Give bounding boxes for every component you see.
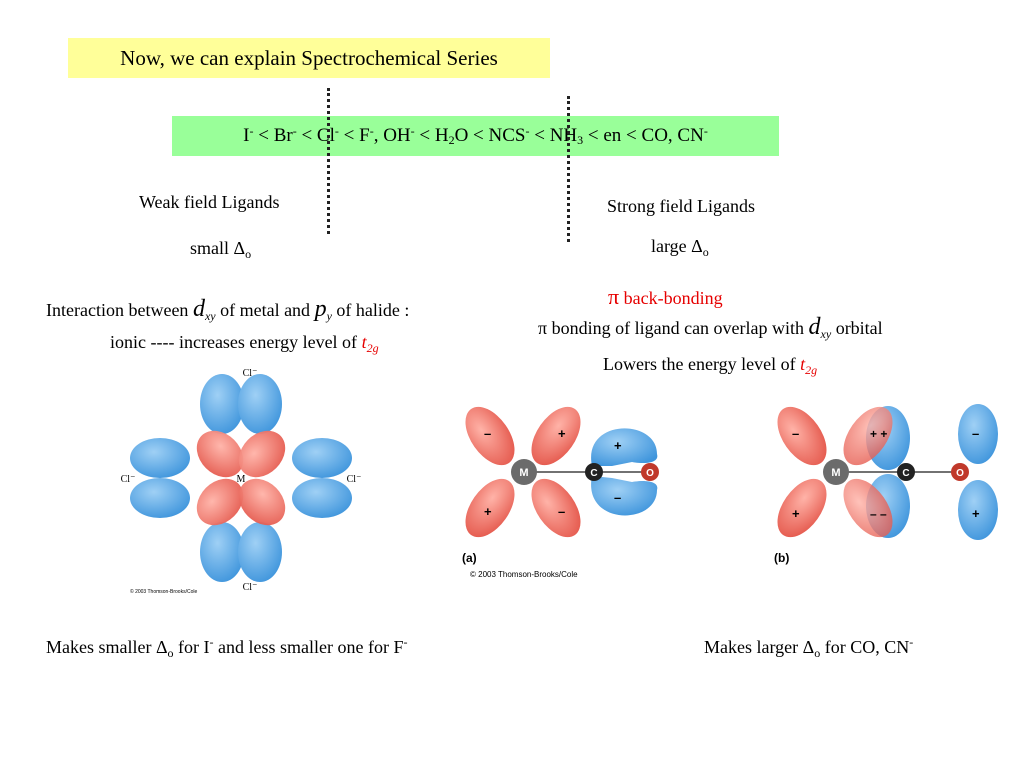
diagram-b-label: (b)	[774, 551, 789, 565]
sign-plus: +	[792, 506, 800, 521]
interaction-text: Interaction between dxy of metal and py …	[46, 296, 410, 323]
strong-field-label: Strong field Ligands	[607, 196, 755, 216]
sign-minus: –	[972, 426, 979, 441]
spectrochemical-series: I- < Br- < Cl- < F-, OH- < H2O < NCS- < …	[172, 116, 779, 156]
sign-plus: +	[484, 504, 492, 519]
carbon-atom	[585, 463, 603, 481]
copyright-left: © 2003 Thomson-Brooks/Cole	[130, 588, 197, 595]
top-ligand-p-orbital	[200, 374, 282, 434]
bottom-ligand-p-orbital	[200, 522, 282, 582]
chloride-label-right: Cl⁻	[347, 474, 362, 485]
right-ligand-p-orbital	[292, 438, 352, 518]
back-bonding-heading: π back-bonding	[608, 284, 723, 309]
sign-minus: –	[792, 426, 799, 441]
smaller-delta-conclusion: Makes smaller Δo for I- and less smaller…	[46, 635, 408, 660]
pi-bonding-text: π bonding of ligand can overlap with dxy…	[538, 314, 883, 341]
weak-field-label: Weak field Ligands	[139, 192, 280, 212]
metal-atom	[511, 459, 537, 485]
weak-strong-divider-left	[327, 88, 330, 234]
metal-dxy-orbital	[196, 430, 286, 526]
metal-atom	[823, 459, 849, 485]
weak-field-delta: small Δo	[190, 238, 252, 261]
sign-minus: –	[614, 490, 621, 505]
page-title: Now, we can explain Spectrochemical Seri…	[68, 38, 550, 78]
atom-c-label: C	[902, 468, 909, 479]
sign-plus: +	[614, 438, 622, 453]
sign-minus: –	[558, 504, 565, 519]
metal-d-lobes	[465, 406, 581, 538]
metal-label: M	[237, 474, 246, 485]
chloride-label-bottom: Cl⁻	[243, 582, 258, 593]
halide-pi-interaction-diagram: M Cl⁻ Cl⁻ Cl⁻ Cl⁻ © 2003 Thomson-Brooks/…	[121, 368, 362, 595]
oxygen-atom	[641, 463, 659, 481]
oxygen-atom	[951, 463, 969, 481]
atom-c-label: C	[590, 468, 597, 479]
carbon-atom	[897, 463, 915, 481]
co-pi-star-orbital	[591, 428, 658, 516]
diagram-a-label: (a)	[462, 551, 477, 565]
chloride-label-left: Cl⁻	[121, 474, 136, 485]
larger-delta-conclusion: Makes larger Δo for CO, CN-	[704, 635, 914, 660]
sign-minus-minus: – –	[870, 507, 887, 521]
atom-m-label: M	[831, 467, 840, 479]
sign-plus-plus: + +	[870, 427, 887, 441]
left-ligand-p-orbital	[130, 438, 190, 518]
atom-m-label: M	[519, 467, 528, 479]
metal-d-lobes	[777, 406, 893, 538]
ionic-text: ionic ---- increases energy level of t2g	[110, 332, 379, 355]
atom-o-label: O	[956, 468, 964, 479]
sign-minus: –	[484, 426, 491, 441]
co-pi-backbonding-diagram-a: M C O – + + – + – (a) © 2003 Thomson-Bro…	[462, 406, 659, 579]
weak-strong-divider-right	[567, 96, 570, 242]
sign-plus: +	[972, 506, 980, 521]
lowers-energy-text: Lowers the energy level of t2g	[603, 354, 818, 377]
chloride-label-top: Cl⁻	[243, 368, 258, 379]
copyright-a: © 2003 Thomson-Brooks/Cole	[470, 570, 578, 579]
atom-o-label: O	[646, 468, 654, 479]
sign-plus: +	[558, 426, 566, 441]
co-pi-backbonding-diagram-b: M C O – + + + – – – + (b)	[774, 404, 998, 565]
strong-field-delta: large Δo	[651, 236, 709, 259]
